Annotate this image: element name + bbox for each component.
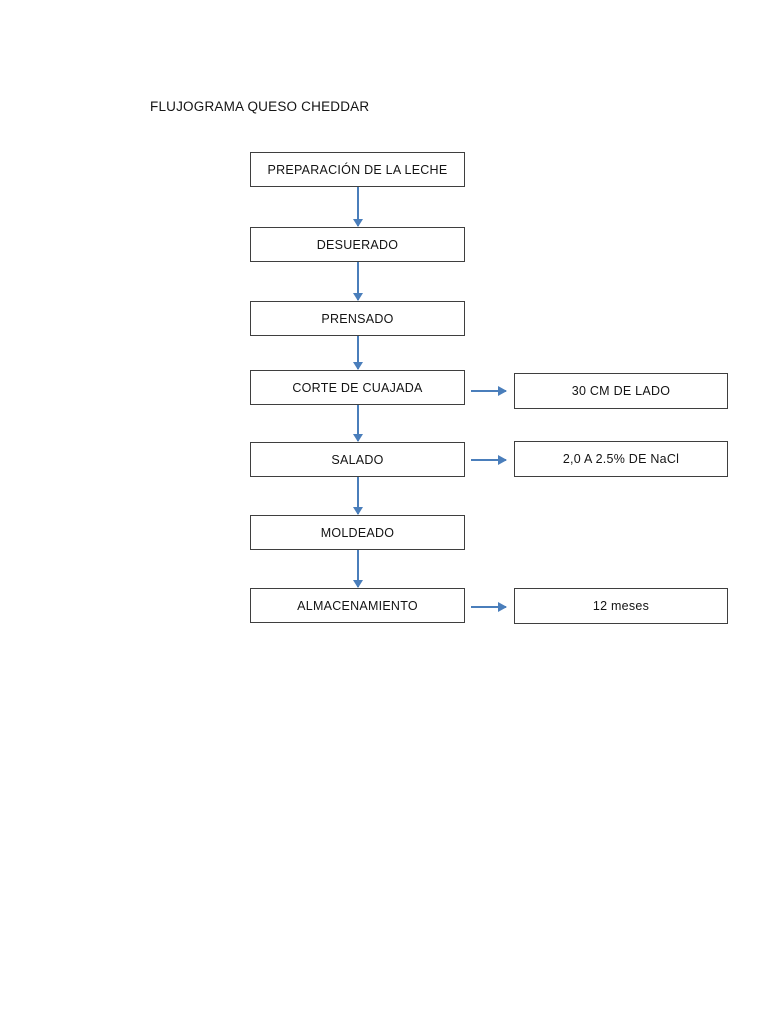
arrow-salado-to-moldeado bbox=[357, 477, 359, 514]
annotation-box-almacenamiento: 12 meses bbox=[514, 588, 728, 624]
flow-node-moldeado: MOLDEADO bbox=[250, 515, 465, 550]
annotation-label: 30 CM DE LADO bbox=[571, 384, 671, 398]
arrow-desuerado-to-prensado bbox=[357, 262, 359, 300]
arrow-almacenamiento-to-annotation bbox=[471, 606, 506, 608]
flow-node-label: ALMACENAMIENTO bbox=[297, 598, 418, 613]
flow-node-label: SALADO bbox=[331, 452, 384, 467]
flow-node-label: PREPARACIÓN DE LA LECHE bbox=[267, 162, 448, 177]
annotation-box-salado: 2,0 A 2.5% DE NaCl bbox=[514, 441, 728, 477]
flow-node-preparacion: PREPARACIÓN DE LA LECHE bbox=[250, 152, 465, 187]
arrow-corte-to-salado bbox=[357, 405, 359, 441]
arrow-corte-to-annotation bbox=[471, 390, 506, 392]
annotation-label: 2,0 A 2.5% DE NaCl bbox=[562, 452, 680, 466]
arrow-moldeado-to-almacenamiento bbox=[357, 550, 359, 587]
flow-node-almacenamiento: ALMACENAMIENTO bbox=[250, 588, 465, 623]
page-title: FLUJOGRAMA QUESO CHEDDAR bbox=[150, 99, 370, 114]
annotation-label: 12 meses bbox=[592, 599, 650, 613]
flow-node-corte-de-cuajada: CORTE DE CUAJADA bbox=[250, 370, 465, 405]
flow-node-desuerado: DESUERADO bbox=[250, 227, 465, 262]
arrow-prensado-to-corte bbox=[357, 336, 359, 369]
flow-node-prensado: PRENSADO bbox=[250, 301, 465, 336]
flow-node-label: DESUERADO bbox=[316, 237, 399, 252]
flow-node-salado: SALADO bbox=[250, 442, 465, 477]
arrow-salado-to-annotation bbox=[471, 459, 506, 461]
arrow-preparacion-to-desuerado bbox=[357, 187, 359, 226]
flow-node-label: CORTE DE CUAJADA bbox=[292, 380, 423, 395]
flow-node-label: PRENSADO bbox=[321, 311, 394, 326]
flow-node-label: MOLDEADO bbox=[320, 525, 395, 540]
annotation-box-corte-de-cuajada: 30 CM DE LADO bbox=[514, 373, 728, 409]
